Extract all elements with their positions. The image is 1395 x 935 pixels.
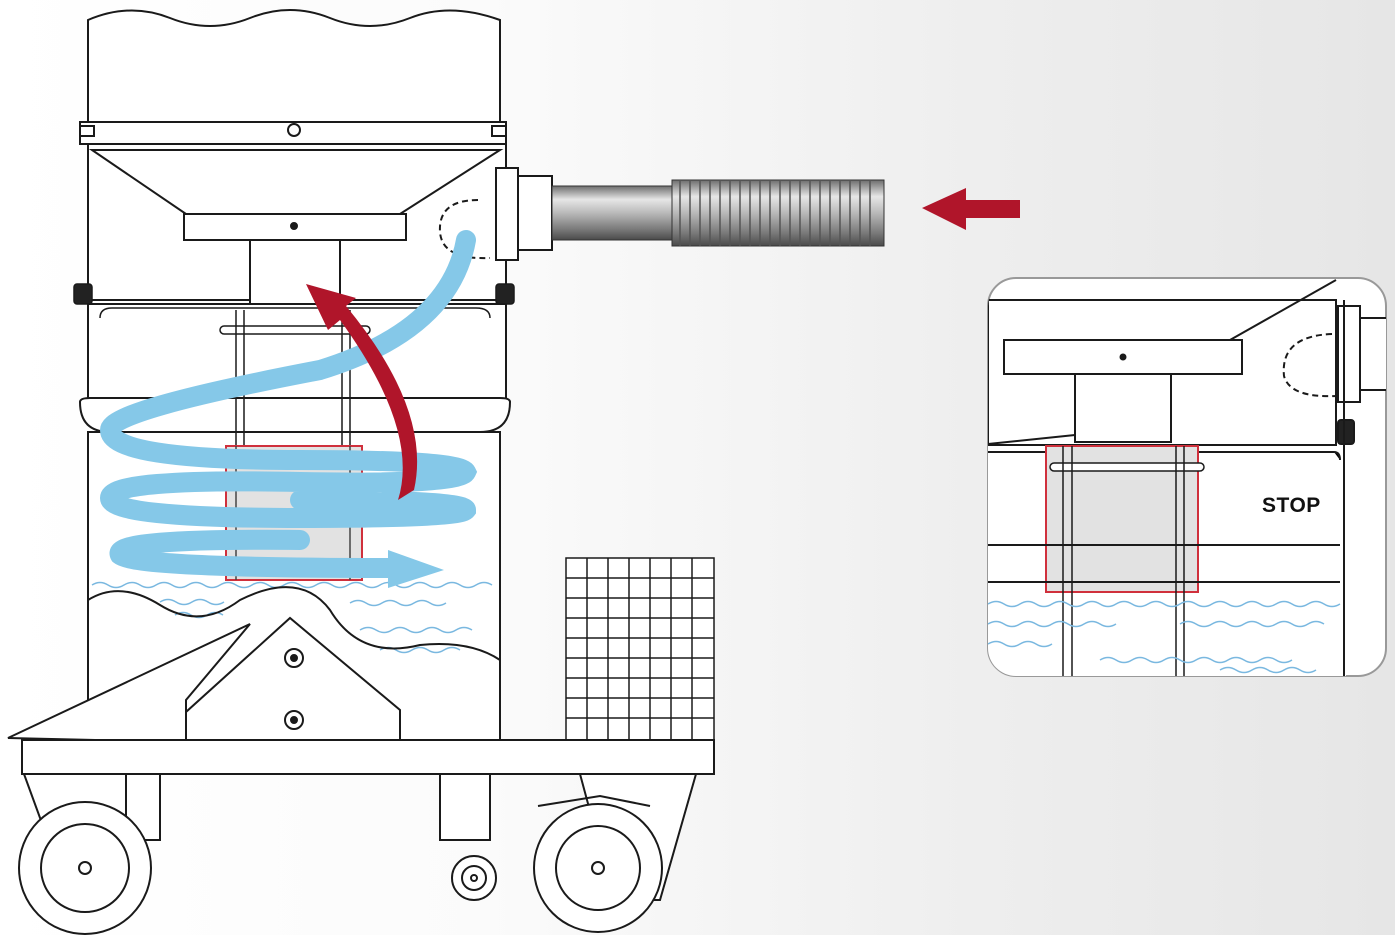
inlet-hose [438,167,885,261]
swirl-arrow-icon [99,230,478,578]
arrow-left-icon [922,188,1020,230]
wheels [18,801,663,935]
upper-housing [79,9,507,305]
wire-basket [565,557,715,741]
drum-cutaway-edge [87,586,501,661]
swirl-arrowhead-icon [388,550,444,588]
stop-detail-inset [987,277,1387,677]
stop-label: STOP [1262,494,1321,517]
curved-up-arrow-icon [306,284,418,500]
